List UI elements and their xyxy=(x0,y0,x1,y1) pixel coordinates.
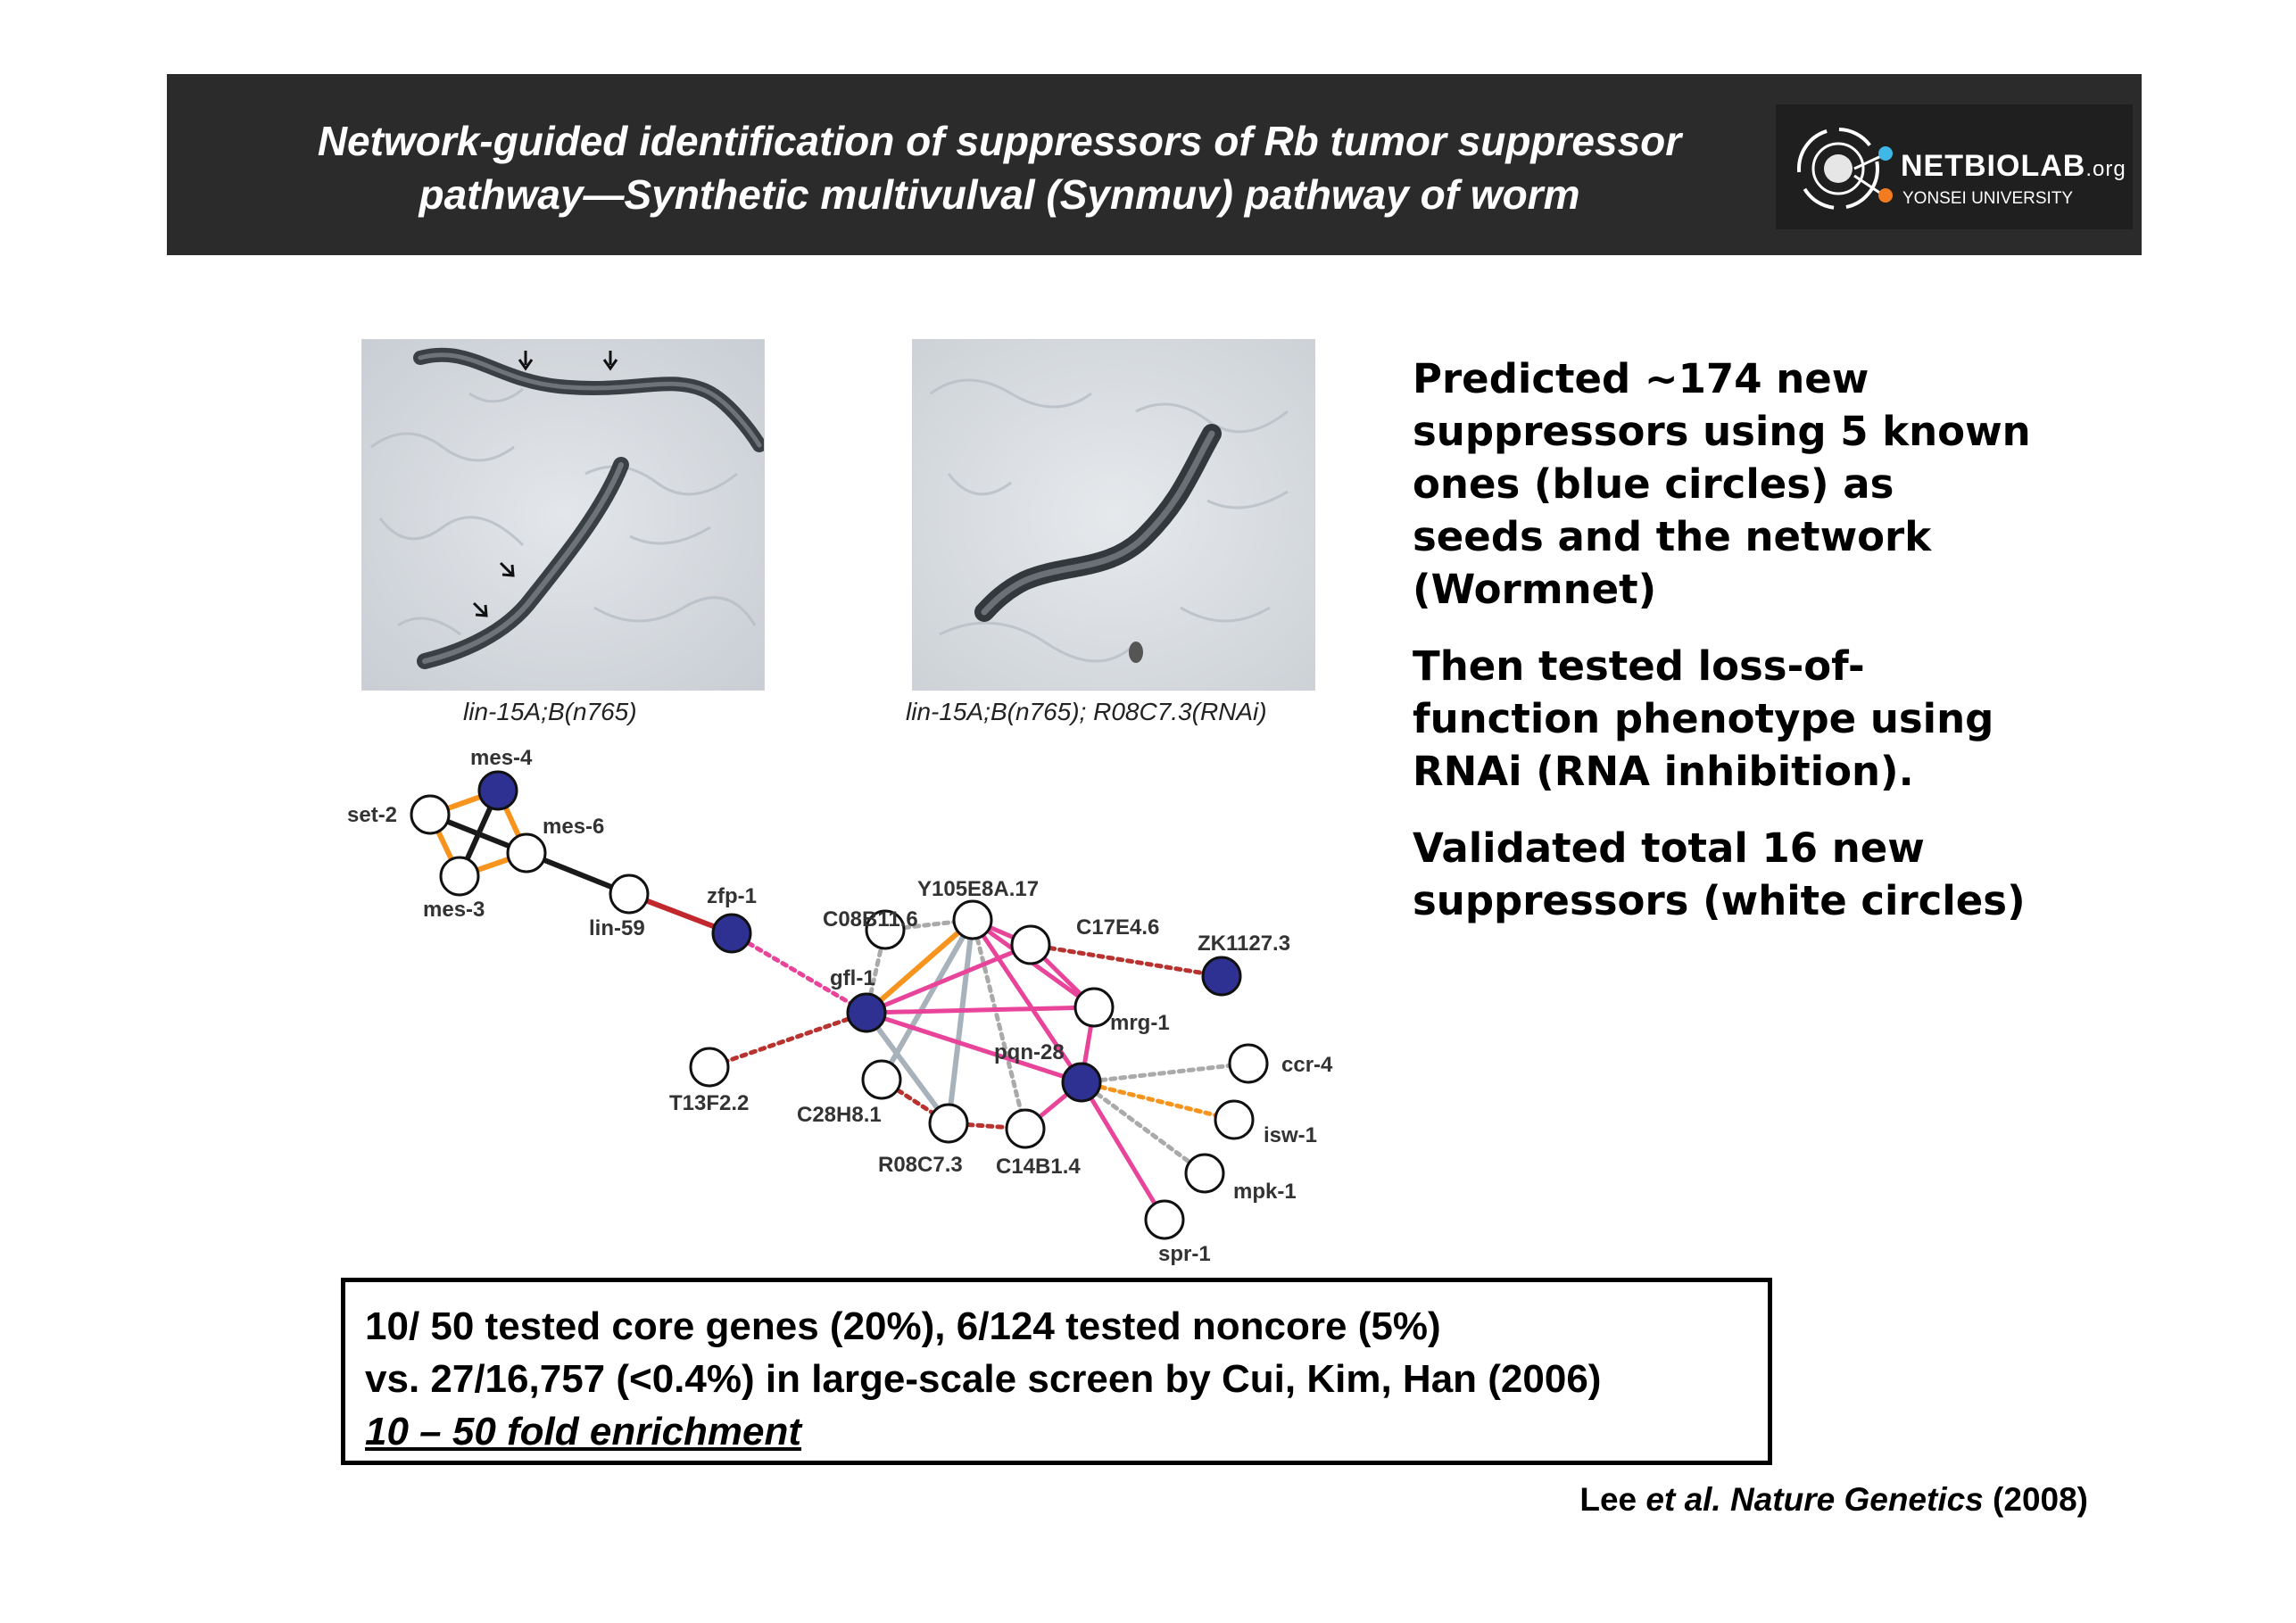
node-mes-3 xyxy=(439,856,480,897)
left-photo-caption: lin-15A;B(n765) xyxy=(463,698,637,725)
logo-mark-icon xyxy=(1797,128,1893,210)
node-mpk-1 xyxy=(1184,1153,1225,1194)
summary-line-1: 10/ 50 tested core genes (20%), 6/124 te… xyxy=(365,1304,1441,1348)
edge-pqn28-isw1 xyxy=(1079,1080,1237,1122)
node-c28h8-1 xyxy=(861,1059,902,1100)
node-t13f2-2 xyxy=(689,1047,730,1088)
summary-enrichment: 10 – 50 fold enrichment xyxy=(365,1410,802,1453)
logo-org: .org xyxy=(2085,157,2126,181)
node-spr-1 xyxy=(1144,1199,1185,1240)
label-c28h8-1: C28H8.1 xyxy=(797,1103,882,1127)
title-line-2: pathway—Synthetic multivulval (Synmuv) p… xyxy=(419,171,1580,218)
label-isw-1: isw-1 xyxy=(1264,1123,1317,1147)
edge-gfl1-c17e46 xyxy=(864,942,1033,1015)
citation-journal: et al. Nature Genetics xyxy=(1645,1481,1984,1518)
citation: Lee et al. Nature Genetics (2008) xyxy=(1579,1481,2088,1519)
label-c14b1-4: C14B1.4 xyxy=(996,1155,1081,1179)
label-lin-59: lin-59 xyxy=(589,916,645,940)
label-gfl-1: gfl-1 xyxy=(830,966,875,990)
worm-photo-left xyxy=(361,339,765,691)
label-zfp-1: zfp-1 xyxy=(707,884,757,908)
label-c17e4-6: C17E4.6 xyxy=(1076,915,1159,940)
title-line-1: Network-guided identification of suppres… xyxy=(317,118,1682,164)
node-lin-59 xyxy=(609,874,650,915)
edge-y105-pqn28 xyxy=(970,917,1084,1085)
gene-network-diagram: mes-4 set-2 mes-6 mes-3 lin-59 zfp-1 C08… xyxy=(347,746,1333,1266)
edge-pqn28-spr1 xyxy=(1079,1080,1167,1222)
label-t13f2-2: T13F2.2 xyxy=(669,1091,749,1115)
label-ccr-4: ccr-4 xyxy=(1281,1053,1333,1077)
node-mes-4 xyxy=(477,770,518,811)
edge-pqn28-ccr4 xyxy=(1079,1061,1251,1085)
label-pqn-28: pqn-28 xyxy=(994,1040,1065,1064)
node-isw-1 xyxy=(1214,1099,1255,1140)
summary-line-2: vs. 27/16,757 (<0.4%) in large-scale scr… xyxy=(365,1357,1602,1401)
node-pqn-28 xyxy=(1061,1062,1102,1103)
bullet-validated: Validated total 16 new suppressors (whit… xyxy=(1413,824,2026,924)
node-gfl-1 xyxy=(846,992,887,1033)
label-zk1127-3: ZK1127.3 xyxy=(1198,932,1290,956)
label-mes-4: mes-4 xyxy=(470,746,533,770)
label-mpk-1: mpk-1 xyxy=(1233,1180,1297,1204)
bullet-text: Predicted ~174 new suppressors using 5 k… xyxy=(1413,352,2234,951)
label-spr-1: spr-1 xyxy=(1158,1242,1211,1266)
node-zk1127-3 xyxy=(1201,956,1242,997)
edge-gfl1-mrg1 xyxy=(864,1005,1097,1015)
node-c14b1-4 xyxy=(1005,1108,1046,1149)
enrichment-summary-box: 10/ 50 tested core genes (20%), 6/124 te… xyxy=(341,1278,1772,1465)
label-mes-6: mes-6 xyxy=(543,815,604,839)
worm-photo-right xyxy=(912,339,1315,691)
node-r08c7-3 xyxy=(928,1103,969,1144)
right-photo-caption: lin-15A;B(n765); R08C7.3(RNAi) xyxy=(906,698,1267,725)
node-mrg-1 xyxy=(1073,987,1115,1028)
node-ccr-4 xyxy=(1228,1043,1269,1084)
edge-gfl1-r08c73-solid xyxy=(864,1010,951,1126)
edge-gfl1-pqn28 xyxy=(864,1010,1084,1085)
edge-zfp1-gfl1 xyxy=(729,931,869,1015)
logo-text: NETBIOLAB xyxy=(1901,149,2086,183)
node-c17e4-6 xyxy=(1010,924,1051,965)
node-y105e8a-17 xyxy=(952,899,993,940)
node-c08b11-6 xyxy=(865,909,906,950)
bullet-predicted: Predicted ~174 new suppressors using 5 k… xyxy=(1413,355,2031,613)
label-mes-3: mes-3 xyxy=(423,898,485,922)
citation-author: Lee xyxy=(1579,1481,1637,1518)
edge-pqn28-mpk1 xyxy=(1079,1080,1207,1176)
edge-y105-r08c73 xyxy=(946,917,975,1126)
label-mrg-1: mrg-1 xyxy=(1110,1011,1170,1035)
node-set-2 xyxy=(410,794,451,835)
node-mes-6 xyxy=(506,832,547,874)
edge-gfl1-t13f22 xyxy=(707,1010,869,1070)
citation-year: (2008) xyxy=(1993,1481,2088,1518)
node-zfp-1 xyxy=(711,913,752,954)
edge-c17e46-zk11273 xyxy=(1028,942,1224,979)
label-y105e8a-17: Y105E8A.17 xyxy=(917,877,1039,901)
netbiolab-logo: NETBIOLAB.org YONSEI UNIVERSITY xyxy=(1776,104,2133,229)
bullet-tested: Then tested loss-of- function phenotype … xyxy=(1413,642,1994,795)
slide-title: Network-guided identification of suppres… xyxy=(214,114,1785,221)
edge-gfl1-y105 xyxy=(864,917,975,1015)
label-c08b11-6: C08B11.6 xyxy=(823,907,918,932)
edge-y105-c14b14 xyxy=(970,917,1028,1131)
label-r08c7-3: R08C7.3 xyxy=(878,1153,963,1177)
label-set-2: set-2 xyxy=(347,803,397,827)
logo-subtitle: YONSEI UNIVERSITY xyxy=(1902,189,2074,208)
